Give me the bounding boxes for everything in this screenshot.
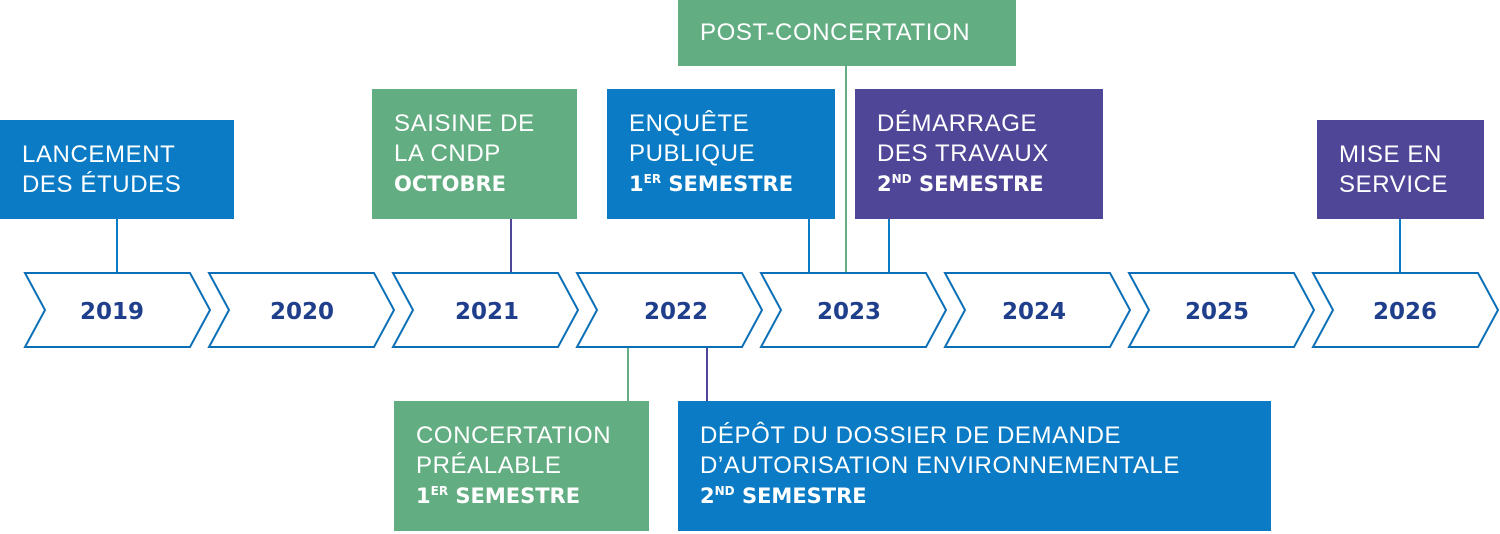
year-label: 2026 <box>1373 299 1437 325</box>
event-date: 1ER SEMESTRE <box>416 484 581 508</box>
event-post-concertation: POST-CONCERTATION <box>678 0 1016 66</box>
chevron-2022: 2022 <box>575 272 764 348</box>
year-label: 2022 <box>644 299 708 325</box>
year-label: 2023 <box>817 299 881 325</box>
year-label: 2020 <box>270 299 334 325</box>
event-line: DES ÉTUDES <box>22 170 182 198</box>
event-line: PRÉALABLE <box>416 452 562 479</box>
event-line: LANCEMENT <box>22 140 176 168</box>
event-mise-en-service: MISE EN SERVICE <box>1317 120 1484 219</box>
event-enquete-publique: ENQUÊTE PUBLIQUE 1ER SEMESTRE <box>607 89 835 219</box>
event-date: 2ND SEMESTRE <box>877 172 1044 196</box>
chevron-2024: 2024 <box>943 272 1132 348</box>
chevron-2026: 2026 <box>1311 272 1500 348</box>
chevron-2019: 2019 <box>23 272 212 348</box>
event-demarrage-travaux: DÉMARRAGE DES TRAVAUX 2ND SEMESTRE <box>855 89 1103 219</box>
event-line: PUBLIQUE <box>629 140 756 167</box>
chevron-2023: 2023 <box>759 272 948 348</box>
event-line: DES TRAVAUX <box>877 140 1049 167</box>
chevron-2021: 2021 <box>391 272 580 348</box>
event-line: DÉPÔT DU DOSSIER DE DEMANDE <box>700 422 1122 449</box>
year-label: 2019 <box>80 299 144 325</box>
event-line: SERVICE <box>1339 170 1449 198</box>
year-label: 2024 <box>1002 299 1066 325</box>
event-line: MISE EN <box>1339 140 1442 168</box>
event-date: 2ND SEMESTRE <box>700 484 867 508</box>
event-date: OCTOBRE <box>394 172 506 196</box>
event-line: DÉMARRAGE <box>877 110 1038 137</box>
event-line: LA CNDP <box>394 140 501 167</box>
year-label: 2021 <box>455 299 519 325</box>
event-depot-dossier: DÉPÔT DU DOSSIER DE DEMANDE D’AUTORISATI… <box>678 401 1271 531</box>
event-line: SAISINE DE <box>394 110 535 137</box>
chevron-2020: 2020 <box>207 272 396 348</box>
event-lancement-des-etudes: LANCEMENT DES ÉTUDES <box>0 120 234 219</box>
chevron-2025: 2025 <box>1127 272 1316 348</box>
event-line: CONCERTATION <box>416 422 612 449</box>
event-date: 1ER SEMESTRE <box>629 172 794 196</box>
event-line: D’AUTORISATION ENVIRONNEMENTALE <box>700 452 1180 479</box>
event-line: POST-CONCERTATION <box>700 19 971 46</box>
year-label: 2025 <box>1185 299 1249 325</box>
event-line: ENQUÊTE <box>629 110 750 137</box>
event-concertation-prealable: CONCERTATION PRÉALABLE 1ER SEMESTRE <box>394 401 649 531</box>
event-saisine-cndp: SAISINE DE LA CNDP OCTOBRE <box>372 89 577 219</box>
